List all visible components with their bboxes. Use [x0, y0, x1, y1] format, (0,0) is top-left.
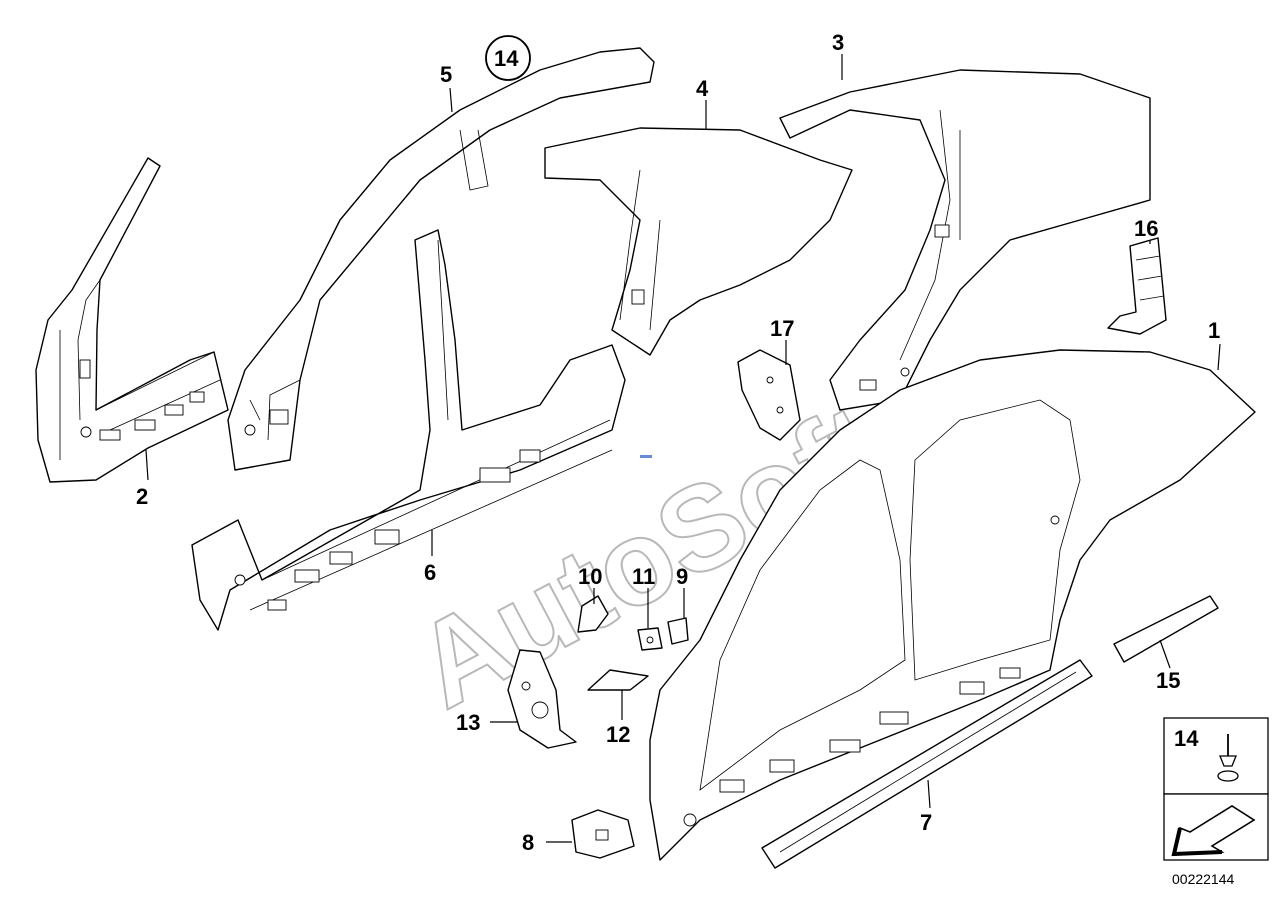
part-10-bracket[interactable]	[577, 595, 609, 633]
callout-6[interactable]: 6	[424, 560, 436, 585]
callout-8[interactable]: 8	[522, 830, 534, 855]
part-11-nut[interactable]	[637, 627, 663, 651]
rivet-icon	[1217, 734, 1239, 782]
part-6-sill-inner[interactable]	[191, 229, 626, 631]
arrow-icon	[1171, 805, 1256, 857]
part-17-bracket[interactable]	[737, 349, 801, 441]
callout-11[interactable]: 11	[632, 564, 655, 589]
part-2-a-pillar[interactable]	[35, 157, 229, 483]
part-7-sill-reinforcement[interactable]	[761, 659, 1093, 869]
part-15-reinforcement[interactable]	[1113, 595, 1219, 663]
callout-12[interactable]: 12	[606, 722, 630, 747]
callouts: 1 2 3 4 5 6 7 8 9 10 11 12 13 15 16 17	[136, 30, 1220, 855]
callout-15[interactable]: 15	[1156, 668, 1180, 693]
part-4-quarter-inner[interactable]	[544, 127, 853, 356]
part-12-bracket[interactable]	[587, 669, 649, 691]
callout-9[interactable]: 9	[676, 564, 688, 589]
callout-1[interactable]: 1	[1208, 318, 1220, 343]
callout-circle	[485, 35, 531, 81]
part-13-bracket[interactable]	[507, 649, 577, 749]
legend-box: 14	[1163, 717, 1269, 861]
callout-16[interactable]: 16	[1134, 216, 1158, 241]
callout-13[interactable]: 13	[456, 710, 480, 735]
leader-lines	[145, 54, 1221, 843]
callout-17[interactable]: 17	[770, 316, 794, 341]
part-1-side-frame[interactable]	[649, 349, 1256, 861]
callout-14[interactable]: 14	[494, 46, 519, 71]
part-8-bracket[interactable]	[571, 809, 635, 859]
part-5-roof-frame[interactable]	[227, 47, 655, 471]
callout-5[interactable]: 5	[440, 62, 452, 87]
document-id: 00222144	[1172, 871, 1235, 887]
callout-10[interactable]: 10	[578, 564, 602, 589]
legend-part-label: 14	[1174, 726, 1199, 751]
callout-14-circled[interactable]: 14	[485, 35, 531, 81]
part-16-bracket[interactable]	[1107, 237, 1167, 335]
callout-2[interactable]: 2	[136, 484, 148, 509]
blue-marker	[640, 455, 652, 458]
callout-4[interactable]: 4	[696, 76, 709, 101]
callout-7[interactable]: 7	[920, 810, 932, 835]
part-9-clip[interactable]	[667, 617, 689, 645]
callout-3[interactable]: 3	[832, 30, 844, 55]
